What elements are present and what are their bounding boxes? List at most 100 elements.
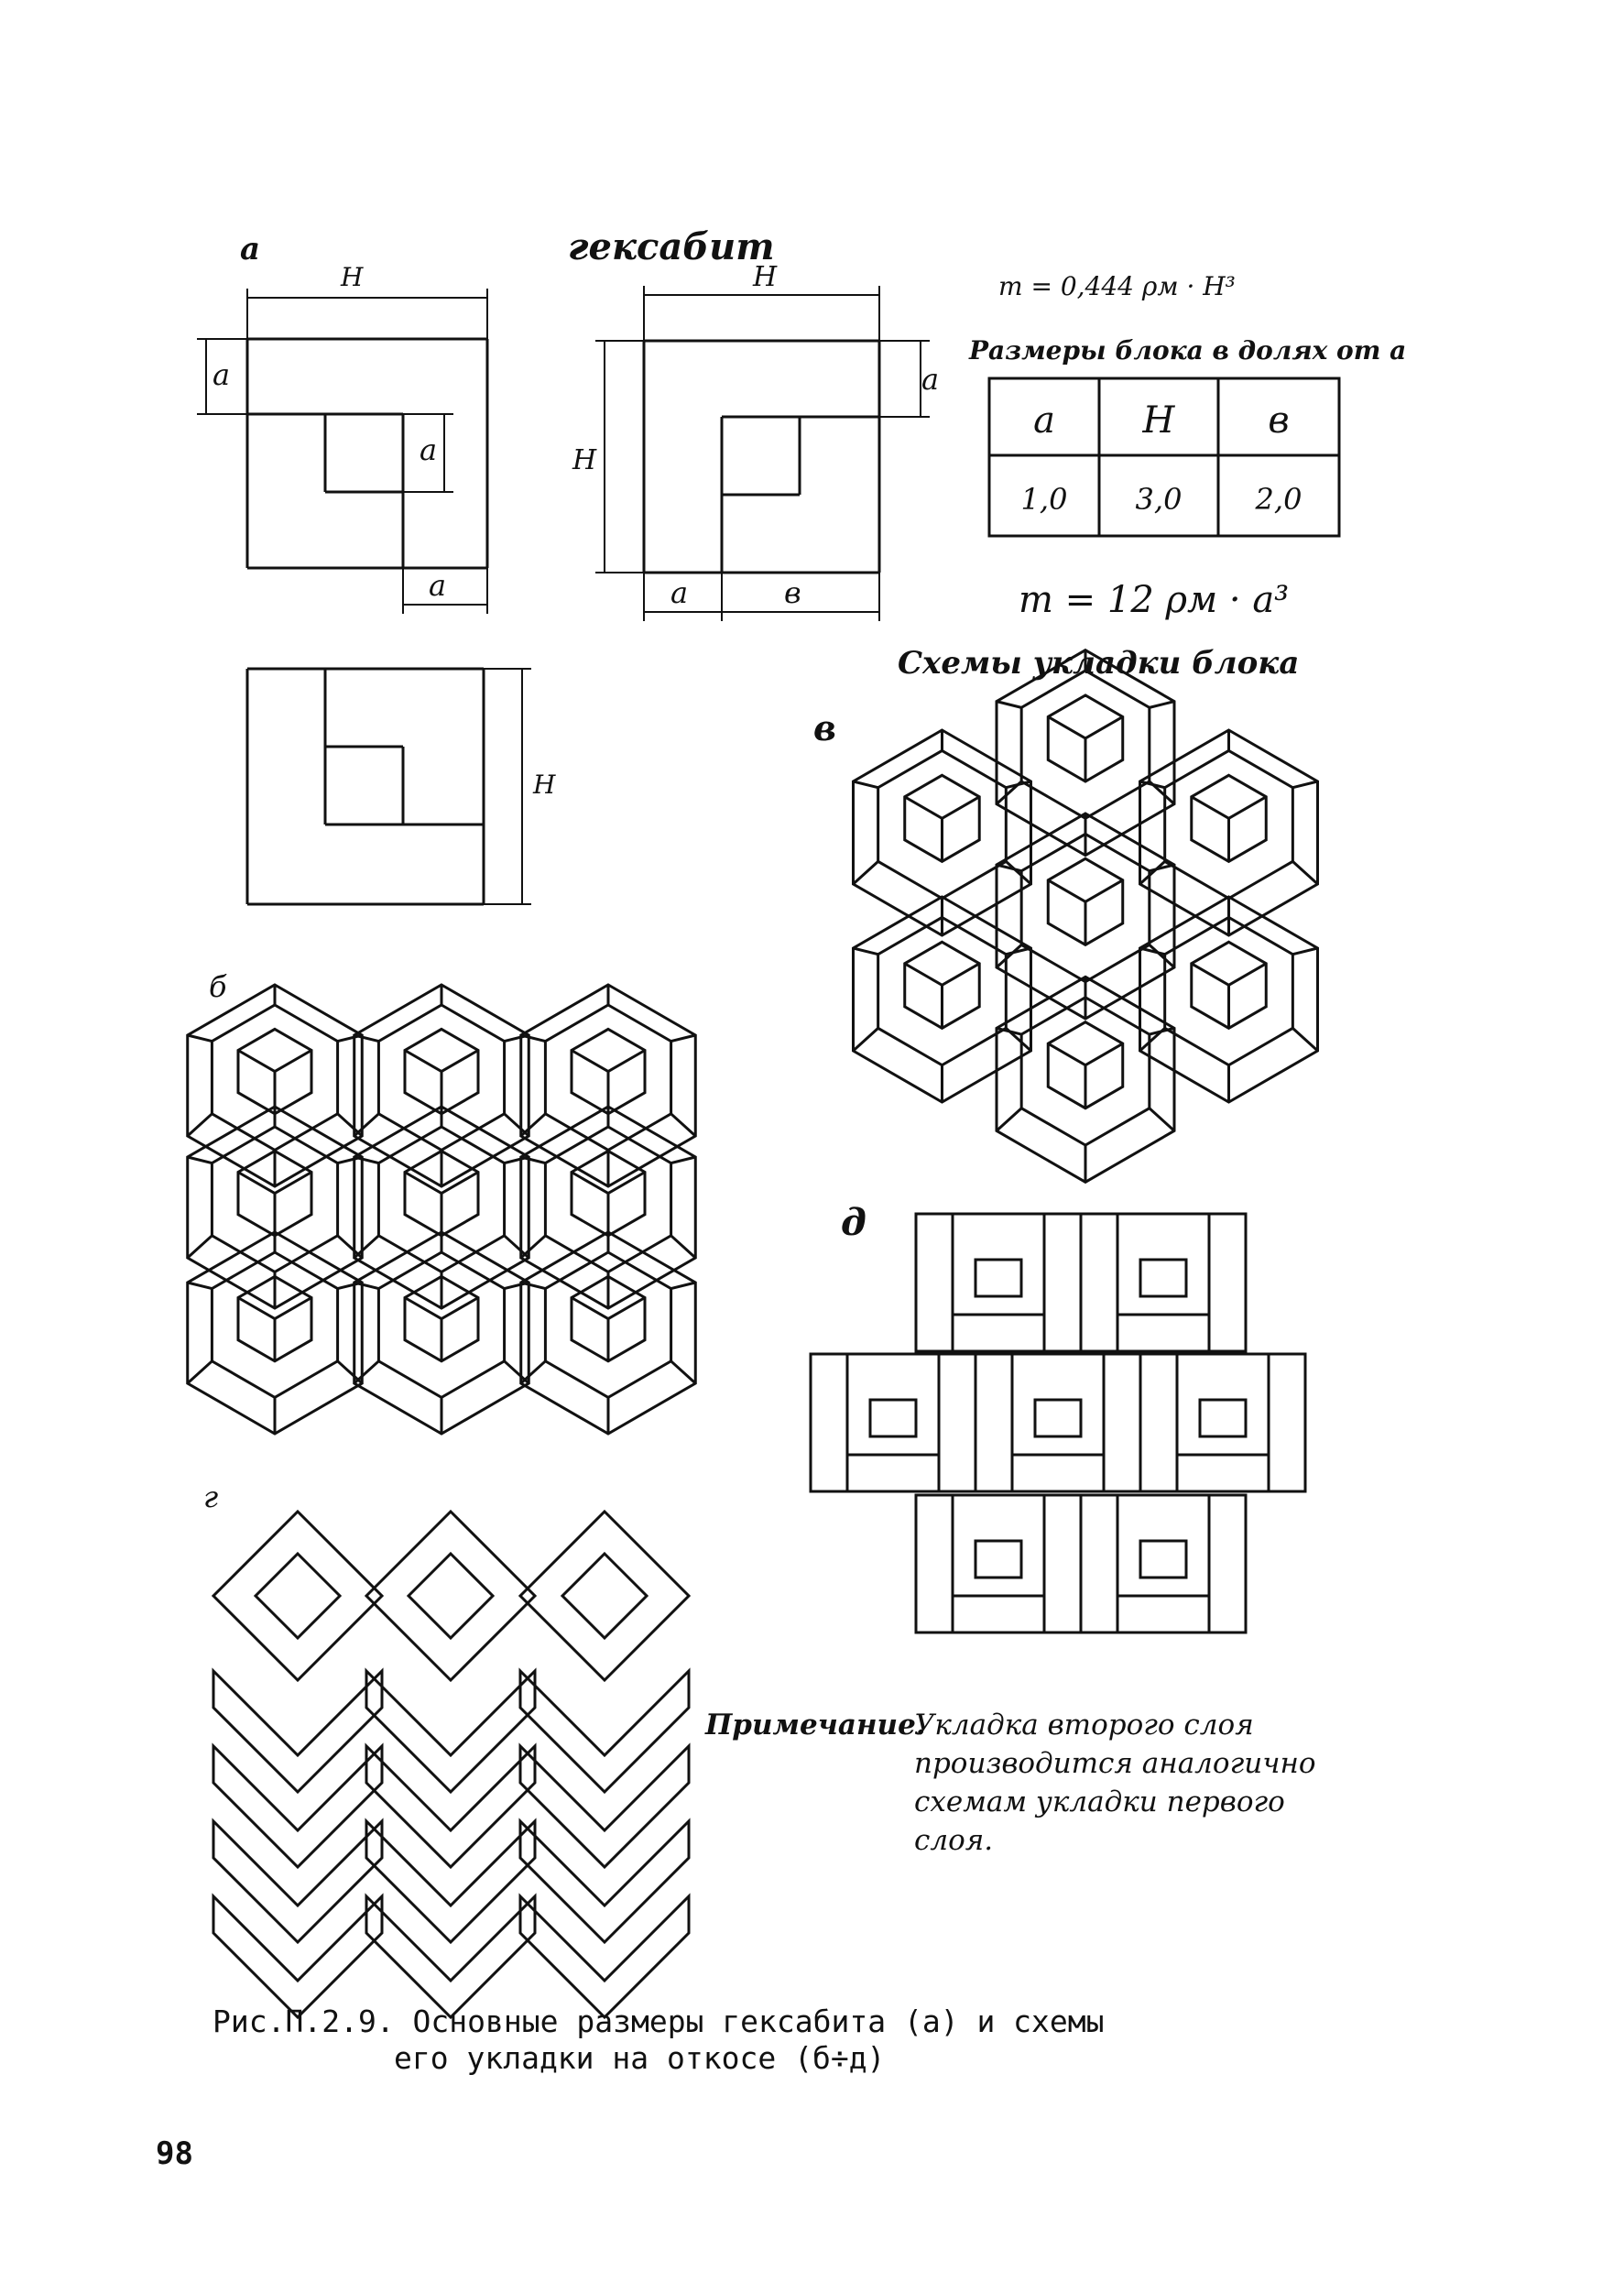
figure-title: гексабит: [568, 225, 775, 268]
hexabit-block-edge: [853, 780, 879, 790]
figure-caption: Рис.П.2.9. Основные размеры гексабита (а…: [213, 2004, 1105, 2076]
interlock-core: [1033, 1398, 1083, 1438]
hexabit-block-edge: [354, 1155, 379, 1165]
hexabit-block-edge: [1148, 1107, 1176, 1132]
hexabit-block-edge: [1292, 780, 1318, 790]
formula-mass-a: m = 12 ρм · a³: [1019, 579, 1289, 621]
interlock-block: [974, 1352, 1142, 1493]
chevron-core: [560, 1551, 649, 1641]
hexabit-block-edge: [1292, 860, 1319, 886]
table-header: H: [1142, 399, 1176, 442]
hexabit-block-edge: [237, 1171, 276, 1195]
hexabit-block-edge: [186, 1112, 213, 1138]
hexabit-block-edge: [404, 1171, 442, 1195]
chevron-core: [406, 1551, 496, 1641]
hexabit-block-edge: [607, 1049, 646, 1073]
hexabit-block-edge: [186, 1234, 213, 1260]
hexabit-block-edge: [853, 946, 879, 956]
hexabit-block-edge: [995, 944, 1023, 969]
hexabit-block-edge: [670, 1033, 696, 1043]
interlock-core: [868, 1398, 918, 1438]
hexabit-block-edge: [607, 1296, 646, 1320]
note-block: Примечание. Укладка второго слоя произво…: [704, 1709, 1316, 1857]
hexabit-block-edge: [607, 1171, 646, 1195]
hexabit-block-edge: [852, 1027, 879, 1053]
hexabit-block-edge: [520, 1033, 546, 1043]
hexabit-block-edge: [1005, 780, 1031, 790]
hexabit-block-edge: [519, 1112, 547, 1138]
block-view-side: H: [245, 667, 556, 906]
hexabit-block-edge: [441, 1171, 479, 1195]
hexabit-block-edge: [996, 1026, 1022, 1036]
hexabit-block-edge: [1047, 879, 1086, 903]
chevron-block: [518, 1742, 691, 1870]
hexabit-block-edge: [670, 1234, 697, 1260]
hexabit-block-edge: [670, 1112, 697, 1138]
hexabit-block-edge: [1005, 946, 1031, 956]
caption-line: Рис.П.2.9. Основные размеры гексабита (а…: [213, 2004, 1105, 2039]
hexabit-block-edge: [519, 1359, 547, 1385]
dim-label-a: а: [213, 357, 230, 392]
hexabit-block-edge: [1047, 715, 1086, 740]
hexabit-block-edge: [1047, 1042, 1086, 1066]
hexabit-block-edge: [237, 1049, 276, 1073]
caption-line: его укладки на откосе (б÷д): [394, 2040, 885, 2076]
formula-block: m = 0,444 ρм · H³ Размеры блока в долях …: [898, 271, 1406, 682]
chevron-block: [365, 1742, 537, 1870]
scheme-v-pattern: [851, 648, 1320, 1185]
table-value: 3,0: [1136, 482, 1183, 517]
table-value: 1,0: [1021, 482, 1068, 517]
interlock-block: [1079, 1212, 1248, 1353]
hexabit-block-edge: [274, 1296, 312, 1320]
schemes-title: Схемы укладки блока: [898, 645, 1299, 682]
hexabit-block-edge: [1084, 879, 1124, 903]
dim-label-a: а: [921, 362, 939, 397]
interlock-core: [974, 1258, 1023, 1298]
formula-mass-h: m = 0,444 ρм · H³: [998, 271, 1236, 301]
note-line: схемам укладки первого: [914, 1785, 1285, 1818]
dim-label-h: H: [752, 261, 778, 293]
scheme-d-pattern: [809, 1212, 1307, 1634]
hexabit-block-edge: [1148, 944, 1176, 969]
interlock-core: [1139, 1258, 1188, 1298]
hexabit-block-edge: [237, 1296, 276, 1320]
dimension-table: а H в 1,0 3,0 2,0: [987, 377, 1341, 538]
chevron-block: [518, 1893, 691, 2020]
hexabit-block-edge: [1149, 1026, 1175, 1036]
hexabit-block-edge: [274, 1049, 312, 1073]
hexabit-block-edge: [1084, 1042, 1124, 1066]
chevron-block: [364, 1509, 538, 1683]
table-caption: Размеры блока в долях от а: [968, 335, 1406, 366]
dim-label-h: H: [340, 262, 364, 292]
interlock-core: [1139, 1539, 1188, 1579]
chevron-block: [365, 1667, 537, 1795]
interlock-core: [974, 1539, 1023, 1579]
chevron-block: [518, 1818, 691, 1945]
hexabit-block-edge: [852, 860, 879, 886]
hexabit-block-edge: [1139, 780, 1166, 790]
hexabit-block-edge: [1292, 1027, 1319, 1053]
dim-label-h: H: [532, 770, 556, 800]
chevron-block: [212, 1742, 384, 1870]
chevron-block: [365, 1893, 537, 2020]
hexabit-block-edge: [1227, 795, 1268, 820]
hexabit-block-edge: [903, 795, 943, 820]
hexabit-block-edge: [404, 1049, 442, 1073]
hexabit-block-edge: [520, 1155, 546, 1165]
hexabit-block-edge: [1292, 946, 1318, 956]
hexabit-block-edge: [187, 1281, 213, 1291]
hexabit-block-edge: [520, 1281, 546, 1291]
hexabit-block-edge: [1149, 863, 1175, 873]
interlock-block: [914, 1212, 1083, 1353]
page-number: 98: [156, 2135, 193, 2172]
hexabit-block-edge: [354, 1281, 379, 1291]
hexabit-block-edge: [995, 1107, 1023, 1132]
hexabit-block-edge: [1149, 700, 1175, 709]
panel-label-g: г: [203, 1480, 218, 1514]
interlock-block: [809, 1352, 977, 1493]
hexabit-block-edge: [1227, 962, 1268, 987]
panel-label-d: д: [841, 1201, 866, 1244]
hexabit-block-edge: [186, 1359, 213, 1385]
